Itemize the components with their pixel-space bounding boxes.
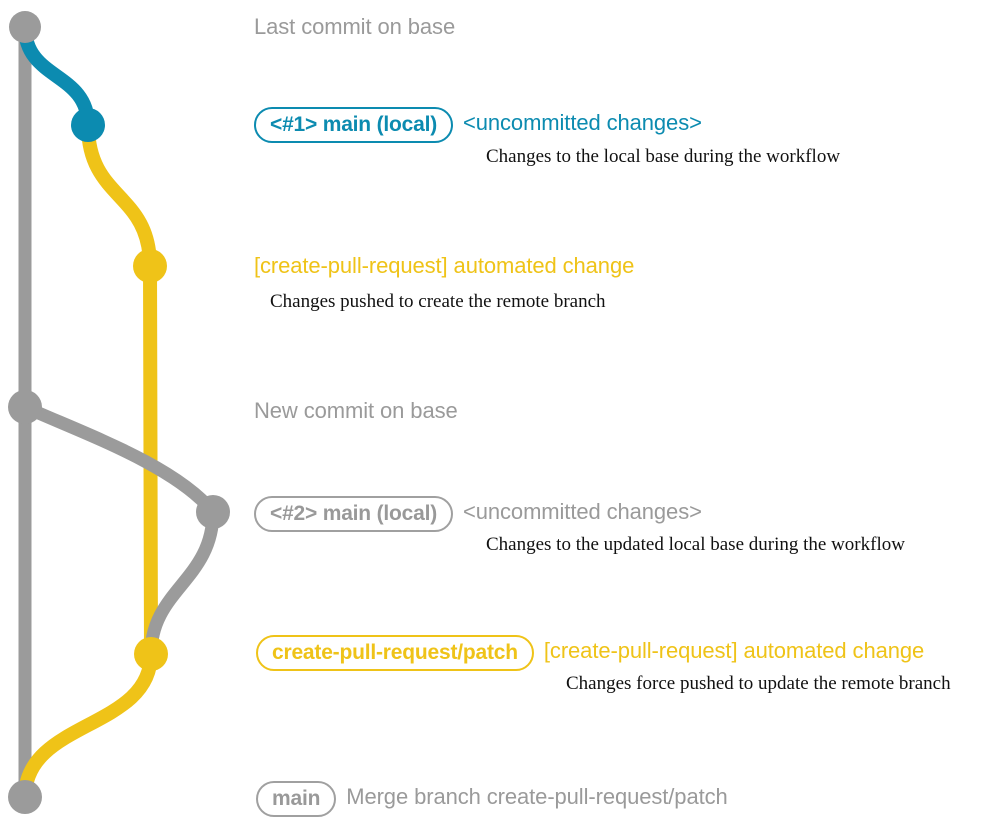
- row-new-commit-on-base: New commit on base: [254, 398, 458, 423]
- commit-subject: New commit on base: [254, 398, 458, 423]
- commit-node-base-merge: [8, 780, 42, 814]
- commit-description: Changes to the local base during the wor…: [486, 146, 841, 167]
- commit-subject: <uncommitted changes>: [463, 499, 702, 524]
- row-local-uncommitted-2: <#2> main (local) <uncommitted changes>: [254, 496, 702, 532]
- row-remote-automated-2: create-pull-request/patch [create-pull-r…: [256, 635, 924, 671]
- row-last-commit-on-base: Last commit on base: [254, 14, 455, 39]
- commit-subject: [create-pull-request] automated change: [254, 253, 635, 278]
- row-merge-commit: main Merge branch create-pull-request/pa…: [256, 781, 728, 817]
- commit-subject: <uncommitted changes>: [463, 110, 702, 135]
- updated-local-to-remote-line: [144, 505, 220, 661]
- updated-local-branch-line: [18, 400, 220, 519]
- commit-node-local-1: [71, 108, 105, 142]
- commit-node-base-last: [9, 11, 41, 43]
- branch-badge-main[interactable]: main: [256, 781, 337, 817]
- commit-node-local-2: [196, 495, 230, 529]
- branch-badge-local-2[interactable]: <#2> main (local): [254, 496, 454, 532]
- commit-node-remote-2: [134, 637, 168, 671]
- commit-subject: [create-pull-request] automated change: [543, 638, 925, 663]
- commit-description: Changes to the updated local base during…: [486, 534, 905, 555]
- branch-badge-remote-patch[interactable]: create-pull-request/patch: [256, 635, 534, 671]
- remote-branch-line-1: [81, 118, 157, 273]
- branch-badge-local-1[interactable]: <#1> main (local): [254, 107, 454, 143]
- row-local-uncommitted-1: <#1> main (local) <uncommitted changes>: [254, 107, 702, 143]
- commit-description: Changes pushed to create the remote bran…: [270, 291, 606, 312]
- commit-description: Changes force pushed to update the remot…: [566, 673, 951, 694]
- row-remote-automated-1: [create-pull-request] automated change: [254, 253, 634, 278]
- commit-node-base-new: [8, 390, 42, 424]
- remote-merge-line: [18, 647, 158, 804]
- commit-subject: Merge branch create-pull-request/patch: [346, 784, 728, 809]
- commit-subject: Last commit on base: [254, 14, 456, 39]
- local-branch-line-1: [18, 20, 95, 132]
- commit-node-remote-1: [133, 249, 167, 283]
